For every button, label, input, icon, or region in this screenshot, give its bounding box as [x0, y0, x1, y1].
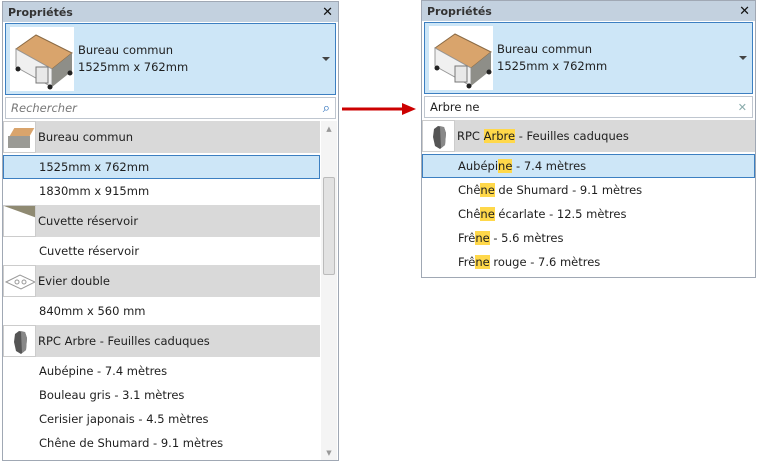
- search-icon[interactable]: ⌕: [322, 100, 330, 116]
- group-header: Cuvette réservoir: [3, 205, 320, 237]
- search-match-highlight: ne: [498, 159, 513, 173]
- group-header: Evier double: [3, 265, 320, 297]
- scrollbar-thumb[interactable]: [323, 177, 335, 275]
- panel-title: Propriétés: [427, 4, 492, 18]
- desk-thumbnail-icon: [10, 27, 74, 91]
- text-segment: Chê: [458, 183, 481, 197]
- desk-thumbnail-icon: [429, 26, 493, 90]
- sink-icon: [3, 265, 36, 297]
- search-value: Arbre ne: [430, 100, 480, 114]
- row-label: Frêne rouge - 7.6 mètres: [458, 255, 600, 269]
- list-item[interactable]: Aubépine - 7.4 mètres: [3, 359, 320, 383]
- type-name: Bureau commun: [78, 43, 174, 57]
- row-label: Bouleau gris - 3.1 mètres: [39, 388, 185, 402]
- list-item[interactable]: 1525mm x 762mm: [3, 155, 320, 179]
- close-icon[interactable]: ✕: [322, 4, 333, 20]
- row-label: Chêne écarlate - 12.5 mètres: [458, 207, 627, 221]
- row-label: Frêne - 5.6 mètres: [458, 231, 563, 245]
- panel-header: Propriétés ✕: [422, 1, 755, 21]
- tree-icon: [3, 325, 36, 357]
- row-label: Cuvette réservoir: [38, 214, 139, 228]
- row-label: 840mm x 560 mm: [39, 304, 146, 318]
- row-label: Aubépine - 7.4 mètres: [458, 159, 586, 173]
- text-segment: Chê: [458, 207, 481, 221]
- search-match-highlight: Arbre: [483, 129, 516, 143]
- search-match-highlight: ne: [475, 231, 490, 245]
- text-segment: Frê: [458, 231, 476, 245]
- text-segment: Frê: [458, 255, 476, 269]
- row-label: Bureau commun: [38, 130, 134, 144]
- list-item[interactable]: 840mm x 560 mm: [3, 299, 320, 323]
- group-header: RPC Arbre - Feuilles caduques: [422, 120, 755, 152]
- row-label: Cuvette réservoir: [39, 244, 140, 258]
- search-placeholder: Rechercher: [11, 101, 77, 115]
- list-item[interactable]: Aubépine - 7.4 mètres: [422, 154, 755, 178]
- text-segment: - 5.6 mètres: [489, 231, 564, 245]
- row-label: Chêne de Shumard - 9.1 mètres: [39, 436, 224, 450]
- list-item[interactable]: Cerisier japonais - 4.5 mètres: [3, 407, 320, 431]
- desk-icon: [3, 121, 36, 153]
- scroll-up-icon[interactable]: ▲: [326, 125, 332, 133]
- type-selector[interactable]: Bureau commun 1525mm x 762mm: [424, 22, 753, 94]
- list-item[interactable]: Bouleau gris - 3.1 mètres: [3, 383, 320, 407]
- search-input[interactable]: Arbre ne ✕: [424, 96, 753, 118]
- text-segment: de Shumard - 9.1 mètres: [494, 183, 643, 197]
- properties-panel-filtered: Propriétés ✕ Bureau commun 1525mm x 762m…: [421, 0, 756, 278]
- type-selector[interactable]: Bureau commun 1525mm x 762mm: [5, 23, 336, 95]
- panel-header: Propriétés ✕: [3, 2, 338, 22]
- row-label: Evier double: [38, 274, 110, 288]
- text-segment: - Feuilles caduques: [515, 129, 629, 143]
- row-label: RPC Arbre - Feuilles caduques: [38, 334, 210, 348]
- scrollbar[interactable]: ▲ ▼: [321, 121, 337, 460]
- list-item[interactable]: Cuvette réservoir: [3, 239, 320, 263]
- chevron-down-icon[interactable]: [739, 56, 747, 60]
- panel-title: Propriétés: [8, 5, 73, 19]
- group-header: RPC Arbre - Feuilles caduques: [3, 325, 320, 357]
- close-icon[interactable]: ✕: [739, 3, 750, 19]
- list-item[interactable]: Chêne de Shumard - 9.1 mètres: [422, 178, 755, 202]
- text-segment: Aubépi: [458, 159, 499, 173]
- type-size: 1525mm x 762mm: [497, 59, 608, 73]
- text-segment: écarlate - 12.5 mètres: [494, 207, 627, 221]
- row-label: RPC Arbre - Feuilles caduques: [457, 129, 629, 143]
- list-item[interactable]: Chêne de Shumard - 9.1 mètres: [3, 431, 320, 455]
- toilet-icon: [3, 205, 36, 237]
- row-label: Cerisier japonais - 4.5 mètres: [39, 412, 209, 426]
- type-list: ▲ ▼ Bureau commun 1525mm x 762mm 1830mm x …: [3, 121, 338, 460]
- row-label: Aubépine - 7.4 mètres: [39, 364, 168, 378]
- list-item[interactable]: Frêne rouge - 7.6 mètres: [422, 250, 755, 274]
- properties-panel-unfiltered: Propriétés ✕ Bureau commun 1525mm x 762m…: [2, 1, 339, 461]
- text-segment: RPC: [457, 129, 484, 143]
- red-arrow-icon: [342, 103, 416, 115]
- search-match-highlight: ne: [480, 183, 495, 197]
- chevron-down-icon[interactable]: [322, 57, 330, 61]
- scroll-down-icon[interactable]: ▼: [326, 449, 332, 457]
- row-label: 1830mm x 915mm: [39, 184, 150, 198]
- type-size: 1525mm x 762mm: [78, 60, 189, 74]
- row-label: 1525mm x 762mm: [39, 160, 150, 174]
- type-name: Bureau commun: [497, 42, 593, 56]
- row-label: Chêne de Shumard - 9.1 mètres: [458, 183, 642, 197]
- group-header: Bureau commun: [3, 121, 320, 153]
- list-item[interactable]: Chêne écarlate - 12.5 mètres: [422, 202, 755, 226]
- text-segment: rouge - 7.6 mètres: [489, 255, 601, 269]
- search-input[interactable]: Rechercher ⌕: [5, 97, 336, 119]
- tree-icon: [422, 120, 455, 152]
- list-item[interactable]: 1830mm x 915mm: [3, 179, 320, 203]
- search-match-highlight: ne: [480, 207, 495, 221]
- clear-search-icon[interactable]: ✕: [737, 100, 747, 114]
- text-segment: - 7.4 mètres: [512, 159, 587, 173]
- search-match-highlight: ne: [475, 255, 490, 269]
- list-item[interactable]: Frêne - 5.6 mètres: [422, 226, 755, 250]
